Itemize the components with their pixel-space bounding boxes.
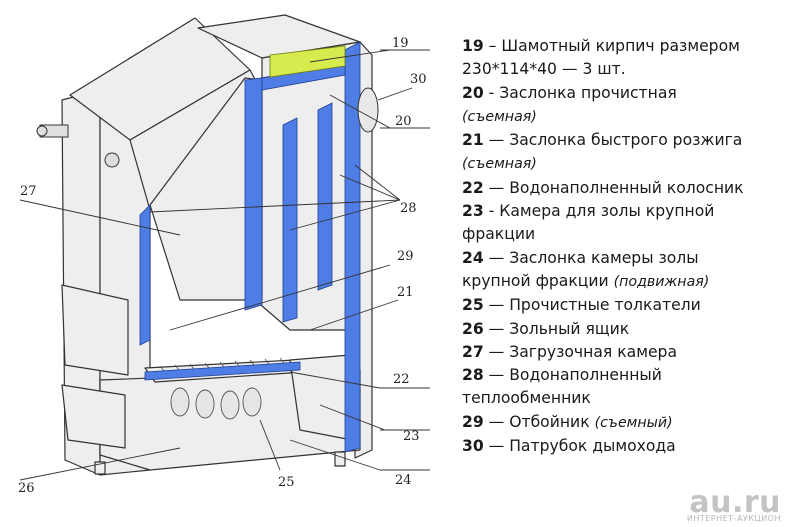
legend-number: 28 <box>462 366 484 385</box>
legend-item: 19 – Шамотный кирпич размером <box>462 35 787 58</box>
legend-item: 25 — Прочистные толкатели <box>462 294 787 317</box>
callout-22: 22 <box>393 372 410 387</box>
legend-item: крупной фракции (подвижная) <box>462 270 787 294</box>
legend-text: крупной фракции <box>462 271 614 290</box>
legend-number: 23 <box>462 202 484 221</box>
jacket-grate <box>144 361 301 381</box>
door-panel <box>61 284 129 376</box>
firebrick <box>269 45 346 78</box>
legend-number: 30 <box>462 437 484 456</box>
legend-text: — Патрубок дымохода <box>483 437 676 456</box>
callout-20: 20 <box>395 114 412 129</box>
legend-item: (съемная) <box>462 105 787 129</box>
legend-number: 25 <box>462 296 484 315</box>
legend-item: 20 - Заслонка прочистная <box>462 82 787 105</box>
legend-text: - Камера для золы крупной <box>483 202 715 221</box>
legend-note: (съемная) <box>462 156 537 173</box>
legend-number: 19 <box>462 37 484 55</box>
legend-note: (съемная) <box>462 108 537 125</box>
legend-item: 21 — Заслонка быстрого розжига <box>462 129 787 152</box>
callout-21: 21 <box>397 285 414 300</box>
jacket-mid2 <box>282 117 298 323</box>
side-fitting <box>36 124 69 138</box>
boiler-cutaway-diagram: 19 30 20 27 28 29 21 22 23 26 25 24 <box>18 14 430 496</box>
watermark-logo: au.ru <box>689 485 781 520</box>
callout-labels: 19 30 20 27 28 29 21 22 23 26 25 24 <box>18 36 427 496</box>
watermark: au.ru ИНТЕРНЕТ-АУКЦИОН <box>687 485 781 523</box>
legend-note: (съемный) <box>594 414 673 431</box>
water-jacket <box>139 41 361 453</box>
legend-text: – Шамотный кирпич размером <box>483 37 740 55</box>
legend-item: (съемная) <box>462 152 787 176</box>
callout-29: 29 <box>397 249 414 264</box>
legend-text: — Заслонка быстрого розжига <box>483 131 743 150</box>
legend-item: 30 — Патрубок дымохода <box>462 435 787 458</box>
legend-list: 19 – Шамотный кирпич размером 230*114*40 … <box>462 35 787 458</box>
leg-left <box>94 461 106 475</box>
jacket-left <box>139 204 151 346</box>
leg-right <box>334 451 346 467</box>
callout-30: 30 <box>410 72 427 87</box>
legend-text: — Зольный ящик <box>483 319 630 338</box>
legend-text: — Прочистные толкатели <box>483 296 701 315</box>
legend-item: 24 — Заслонка камеры золы <box>462 247 787 270</box>
chimney-pipe <box>357 87 379 133</box>
legend-item: 230*114*40 — 3 шт. <box>462 58 787 81</box>
legend-item: 27 — Загрузочная камера <box>462 341 787 364</box>
legend-number: 27 <box>462 342 484 361</box>
legend-text: — Загрузочная камера <box>483 342 678 361</box>
legend-item: теплообменник <box>462 387 787 410</box>
callout-28: 28 <box>400 201 417 216</box>
legend-note: (подвижная) <box>613 273 710 290</box>
legend-item: 23 - Камера для золы крупной <box>462 200 787 223</box>
legend-text: — Водонаполненный <box>483 366 662 385</box>
callout-23: 23 <box>403 429 420 444</box>
watermark-subtitle: ИНТЕРНЕТ-АУКЦИОН <box>686 514 781 523</box>
cleaning-pushers <box>170 387 262 420</box>
callout-24: 24 <box>395 473 412 488</box>
leader-lines <box>19 49 430 481</box>
legend-text: — Заслонка камеры золы <box>483 248 699 267</box>
legend-text: теплообменник <box>462 389 591 408</box>
legend-number: 29 <box>462 412 484 431</box>
legend-text: — Отбойник <box>483 412 595 431</box>
callout-27: 27 <box>20 184 37 199</box>
legend-text: фракции <box>462 225 536 244</box>
callout-25: 25 <box>278 475 295 490</box>
jacket-mid3 <box>317 102 333 291</box>
callout-26: 26 <box>18 481 35 496</box>
callout-19: 19 <box>392 36 409 51</box>
legend-item: 29 — Отбойник (съемный) <box>462 411 787 435</box>
legend-item: фракции <box>462 223 787 246</box>
legend-number: 22 <box>462 178 484 197</box>
legend-number: 24 <box>462 248 484 267</box>
legend-item: 22 — Водонаполненный колосник <box>462 177 787 200</box>
jacket-mid1 <box>244 77 263 311</box>
legend-number: 26 <box>462 319 484 338</box>
legend-item: 26 — Зольный ящик <box>462 318 787 341</box>
legend-number: 20 <box>462 83 484 102</box>
legend-item: 28 — Водонаполненный <box>462 364 787 387</box>
inspection-port <box>104 152 120 168</box>
legend-text: - Заслонка прочистная <box>483 83 677 102</box>
legend-text: — Водонаполненный колосник <box>483 178 744 197</box>
ash-box-front <box>61 384 126 449</box>
legend-text: 230*114*40 — 3 шт. <box>462 60 626 79</box>
jacket-right <box>344 41 361 453</box>
legend-number: 21 <box>462 131 484 150</box>
